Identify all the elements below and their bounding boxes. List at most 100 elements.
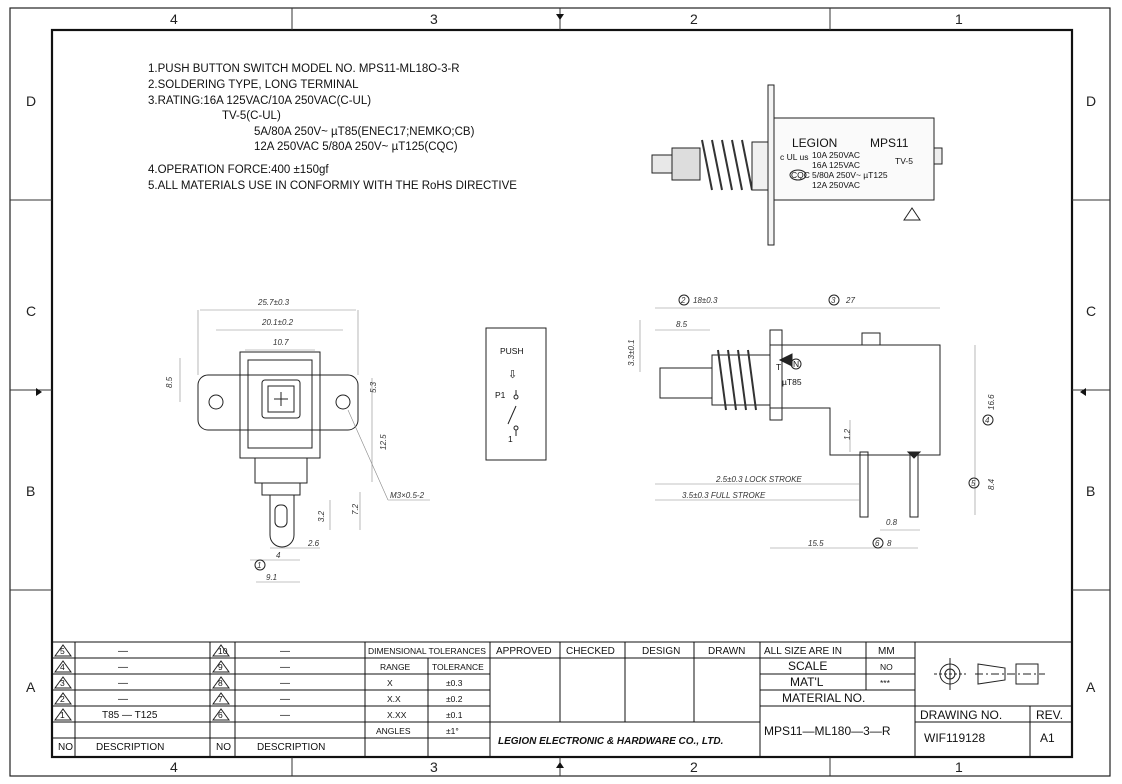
right-center-arrow xyxy=(1080,388,1086,396)
balloon-6: 6 xyxy=(875,539,880,548)
dim-10-7: 10.7 xyxy=(273,338,289,347)
revision-triangle-icon xyxy=(212,676,230,689)
matl-value: *** xyxy=(880,678,891,688)
balloon-2: 2 xyxy=(680,296,686,305)
drawing-no-label: DRAWING NO. xyxy=(920,708,1002,722)
revision-desc: — xyxy=(118,662,128,673)
side-mark-n: N xyxy=(793,359,799,369)
note-5: 5.ALL MATERIALS USE IN CONFORMIY WITH TH… xyxy=(148,180,517,192)
drawn-header: DRAWN xyxy=(708,646,745,657)
label-model: MPS11 xyxy=(870,136,909,150)
tolerance-range: ANGLES xyxy=(376,726,411,736)
dim-27: 27 xyxy=(845,296,855,305)
dim-0-8: 0.8 xyxy=(886,518,898,527)
drawing-no-value: WIF119128 xyxy=(924,731,985,745)
all-size-label: ALL SIZE ARE IN xyxy=(764,646,842,657)
scale-label: SCALE xyxy=(788,659,827,673)
title-block-grid xyxy=(51,641,1073,758)
revision-no: 7 xyxy=(218,694,223,704)
dim-full-stroke: 3.5±0.3 FULL STROKE xyxy=(682,491,766,500)
balloon-1-label: 1 xyxy=(257,561,261,570)
label-line1: 10A 250VAC xyxy=(812,150,860,160)
label-line2: 16A 125VAC xyxy=(812,160,860,170)
rev-no-header-right: NO xyxy=(216,742,231,753)
dim-7-2: 7.2 xyxy=(351,503,360,515)
revision-triangle-icon xyxy=(212,708,230,721)
zone-col-bottom: 2 xyxy=(690,759,698,775)
zone-ticks xyxy=(10,8,1110,776)
zone-row-right: B xyxy=(1086,483,1095,499)
schematic-arrow: ⇩ xyxy=(508,369,517,381)
note-3-enec: 5A/80A 250V~ µT85(ENEC17;NEMKO;CB) xyxy=(254,126,475,138)
dim-16-6: 16.6 xyxy=(987,394,996,410)
zone-col-top: 2 xyxy=(690,11,698,27)
arrow-mark xyxy=(778,353,793,367)
tolerance-range: X.X xyxy=(387,694,401,704)
note-3-cqc: 12A 250VAC 5/80A 250V~ µT125(CQC) xyxy=(254,141,458,153)
dim-2-6: 2.6 xyxy=(307,539,320,548)
revision-triangle-icon xyxy=(212,644,230,657)
dim-20-1: 20.1±0.2 xyxy=(261,318,294,327)
zone-row-left: B xyxy=(26,483,35,499)
revision-no: 9 xyxy=(218,662,223,672)
rev-value: A1 xyxy=(1040,731,1055,745)
revision-triangle-icon xyxy=(54,660,72,673)
revision-desc: — xyxy=(118,678,128,689)
revision-triangle-icon xyxy=(54,676,72,689)
balloon-5: 5 xyxy=(971,479,976,488)
unit-value: MM xyxy=(878,646,895,657)
front-view-dims: 25.7±0.3 20.1±0.2 10.7 8.5 5.3 12.5 7.2 … xyxy=(165,298,425,582)
rev-desc-header-left: DESCRIPTION xyxy=(96,742,164,753)
revision-triangle-icon xyxy=(212,692,230,705)
label-line3: 5/80A 250V~ µT125 xyxy=(812,170,888,180)
cqc-logo xyxy=(789,169,807,181)
revision-triangle-icon xyxy=(54,692,72,705)
side-mark-t85: µT85 xyxy=(782,377,802,387)
rev-label: REV. xyxy=(1036,708,1063,722)
dim-3-3: 3.3±0.1 xyxy=(627,339,636,366)
zone-col-bottom: 4 xyxy=(170,759,178,775)
design-header: DESIGN xyxy=(642,646,680,657)
dim-18: 18±0.3 xyxy=(693,296,718,305)
zone-row-left: C xyxy=(26,303,36,319)
revision-no: 8 xyxy=(218,678,223,688)
schematic-p1: P1 xyxy=(495,390,506,400)
tolerance-range: X.XX xyxy=(387,710,407,720)
zone-col-top: 4 xyxy=(170,11,178,27)
note-1: 1.PUSH BUTTON SWITCH MODEL NO. MPS11-ML1… xyxy=(148,63,460,75)
dim-8-4: 8.4 xyxy=(987,478,996,490)
revision-triangle-icon xyxy=(54,708,72,721)
revision-desc: T85 — T125 xyxy=(102,710,158,721)
left-center-arrow xyxy=(36,388,42,396)
zone-col-bottom: 1 xyxy=(955,759,963,775)
rev-desc-header-right: DESCRIPTION xyxy=(257,742,325,753)
label-brand: LEGION xyxy=(792,136,837,150)
scale-value: NO xyxy=(880,662,893,672)
label-line4: 12A 250VAC xyxy=(812,180,860,190)
dim-12-5: 12.5 xyxy=(379,434,388,450)
checked-header: CHECKED xyxy=(566,646,615,657)
side-view-dims: 2 18±0.3 3 27 8.5 3.3±0.1 16.6 4 1.2 8.4… xyxy=(627,294,996,549)
third-angle-projection-icon xyxy=(934,658,1045,690)
schematic-one: 1 xyxy=(508,434,513,444)
zone-col-top: 3 xyxy=(430,11,438,27)
dim-8-5: 8.5 xyxy=(165,376,174,388)
rev-no-header-left: NO xyxy=(58,742,73,753)
material-no-value: MPS11—ML180—3—R xyxy=(764,724,891,738)
dim-8-5-side: 8.5 xyxy=(676,320,688,329)
matl-label: MAT'L xyxy=(790,675,824,689)
revision-triangle-icon xyxy=(54,644,72,657)
tolerance-range: X xyxy=(387,678,393,688)
front-view xyxy=(179,309,430,583)
zone-row-right: A xyxy=(1086,679,1096,695)
revision-desc: — xyxy=(280,646,290,657)
revision-desc: — xyxy=(118,646,128,657)
bottom-center-arrow xyxy=(556,762,564,768)
tolerance-value: ±1° xyxy=(446,726,459,736)
label-tv: TV-5 xyxy=(895,156,913,166)
revision-no: 6 xyxy=(218,710,223,720)
side-view xyxy=(639,307,976,549)
revision-desc: — xyxy=(280,694,290,705)
